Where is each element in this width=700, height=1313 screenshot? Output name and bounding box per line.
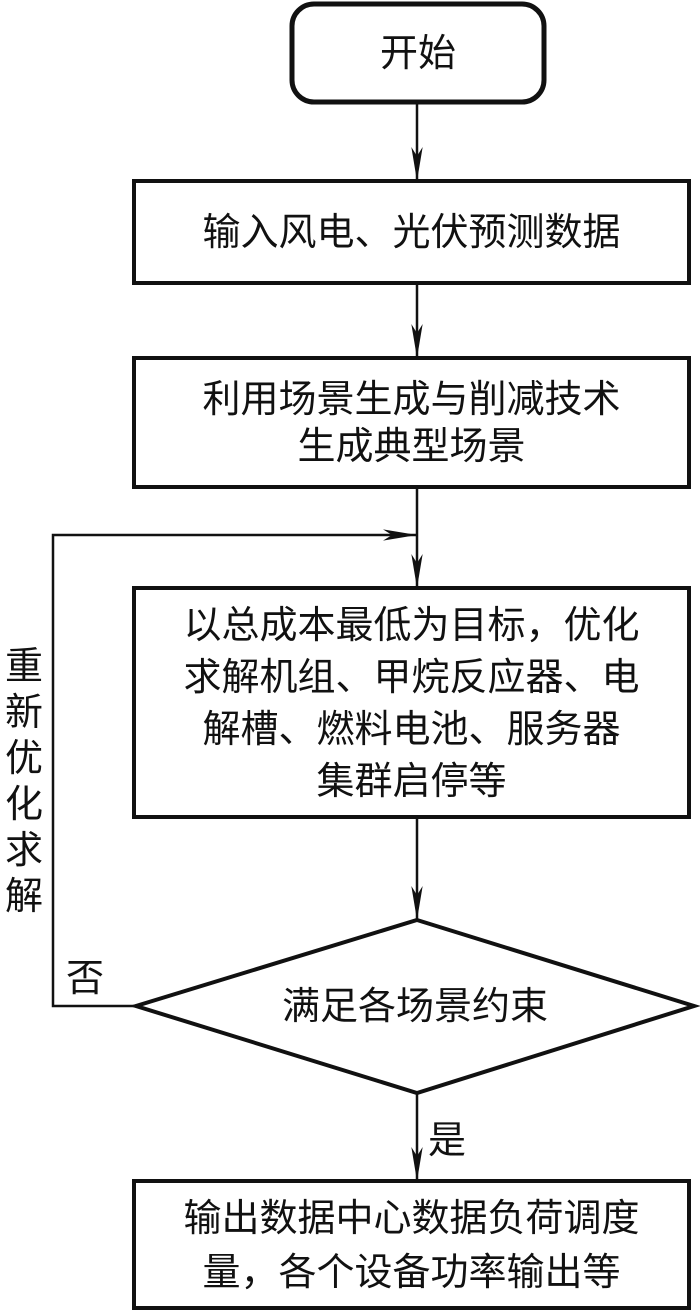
input-node-label: 输入风电、光伏预测数据 [202,209,621,254]
optimize-node-line-3: 解槽、燃料电池、服务器 [202,706,621,751]
output-node-line-1: 输出数据中心数据负荷调度 [183,1195,640,1240]
edge-loop-back [51,529,417,1008]
scenario-node-line-1: 利用场景生成与削减技术 [202,376,621,421]
start-node: 开始 [292,4,544,102]
loop-char-5: 求 [4,828,43,872]
check-node-label: 满足各场景约束 [281,984,548,1028]
loop-char-6: 解 [4,874,43,918]
optimize-node: 以总成本最低为目标，优化 求解机组、甲烷反应器、电 解槽、燃料电池、服务器 集群… [134,588,689,817]
output-node-line-2: 量，各个设备功率输出等 [202,1249,621,1294]
no-label: 否 [66,956,105,1000]
start-node-label: 开始 [379,30,456,75]
check-node: 满足各场景约束 [136,920,694,1093]
output-node-shape [132,1179,691,1310]
optimize-node-line-4: 集群启停等 [316,758,507,803]
loop-char-2: 新 [4,690,43,734]
scenario-node-shape [132,356,691,489]
scenario-node: 利用场景生成与削减技术 生成典型场景 [134,358,689,487]
loop-char-3: 优 [4,736,43,780]
yes-label: 是 [428,1118,467,1162]
loop-char-4: 化 [4,782,43,826]
optimize-node-shape [132,586,691,819]
optimize-node-line-2: 求解机组、甲烷反应器、电 [183,654,640,699]
input-node: 输入风电、光伏预测数据 [134,181,689,283]
scenario-node-line-2: 生成典型场景 [297,423,526,468]
input-node-shape [132,179,691,285]
optimize-node-line-1: 以总成本最低为目标，优化 [183,602,640,647]
output-node: 输出数据中心数据负荷调度 量，各个设备功率输出等 [134,1181,689,1308]
loop-char-1: 重 [4,644,43,688]
loop-side-label: 重 新 优 化 求 解 [2,643,46,919]
